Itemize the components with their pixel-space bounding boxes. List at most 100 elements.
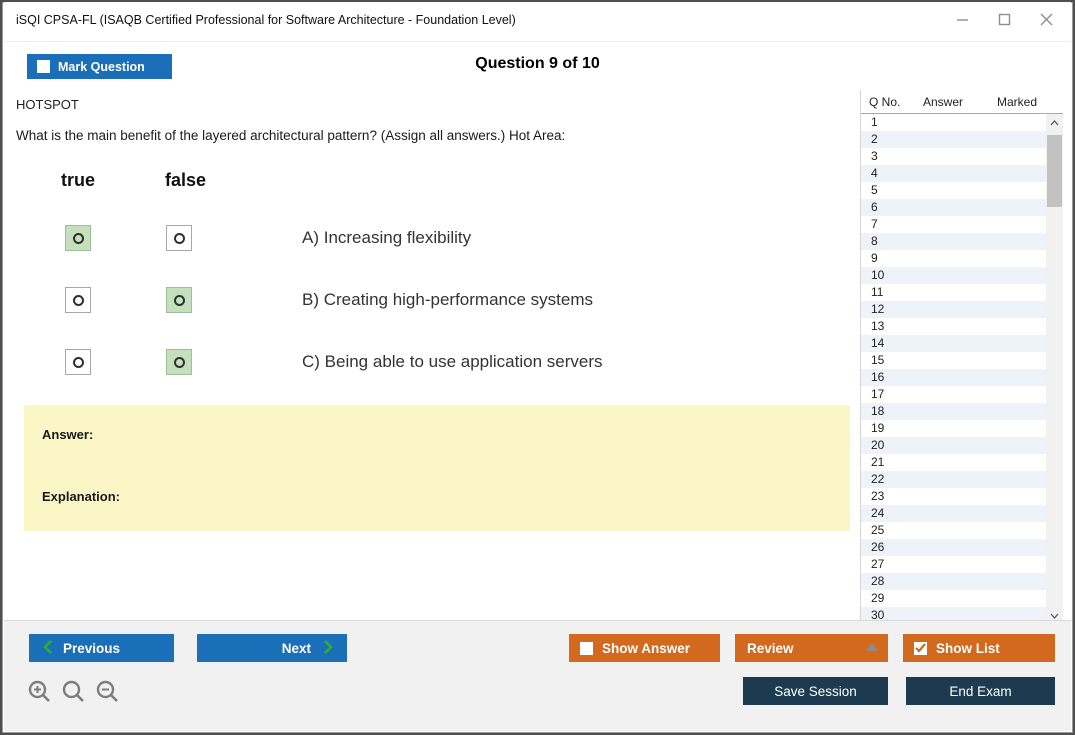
end-exam-label: End Exam [949, 683, 1012, 699]
question-list-row-1[interactable]: 1 [871, 115, 878, 129]
question-list-row-28[interactable]: 28 [861, 573, 1046, 590]
column-header-answer: Answer [923, 95, 964, 109]
close-icon[interactable] [1039, 12, 1053, 26]
radio-true-A[interactable] [65, 225, 91, 251]
zoom-out-icon[interactable] [95, 679, 120, 709]
radio-ring [173, 232, 185, 244]
show-answer-checkbox[interactable] [580, 641, 593, 655]
review-label: Review [747, 640, 794, 656]
show-answer-button[interactable]: Show Answer [569, 634, 720, 662]
option-label-A: A) Increasing flexibility [302, 228, 472, 247]
footer-bar: Previous Next Show Answer Review Show Li… [4, 620, 1071, 731]
question-list-row-9[interactable]: 9 [871, 251, 878, 265]
question-list-row-21[interactable]: 21 [871, 455, 885, 469]
question-list-row-26[interactable]: 26 [861, 539, 1046, 556]
minimize-icon[interactable] [955, 12, 969, 26]
scroll-down-icon[interactable] [1046, 607, 1063, 624]
question-list-row-12[interactable]: 12 [861, 301, 1046, 318]
question-list-row-4[interactable]: 4 [861, 165, 1046, 182]
options-area: true false A) Increasing flexibility B) C… [61, 170, 765, 411]
radio-true-B[interactable] [65, 287, 91, 313]
question-list-scrollbar[interactable] [1046, 114, 1063, 624]
show-answer-label: Show Answer [602, 640, 691, 656]
show-list-label: Show List [936, 640, 1000, 656]
option-row-A: A) Increasing flexibility [65, 225, 765, 251]
radio-ring [72, 232, 84, 244]
save-session-button[interactable]: Save Session [743, 677, 888, 705]
question-list-row-2[interactable]: 2 [861, 131, 1046, 148]
question-list-row-15[interactable]: 15 [871, 353, 885, 367]
question-list-row-18[interactable]: 18 [861, 403, 1046, 420]
option-row-B: B) Creating high-performance systems [65, 287, 765, 313]
question-list-row-3[interactable]: 3 [871, 149, 878, 163]
question-list-row-29[interactable]: 29 [871, 591, 885, 605]
question-list-row-25[interactable]: 25 [871, 523, 885, 537]
end-exam-button[interactable]: End Exam [906, 677, 1055, 705]
radio-false-B[interactable] [166, 287, 192, 313]
mark-question-label: Mark Question [58, 59, 145, 74]
window-controls [955, 12, 1053, 26]
question-list-row-14[interactable]: 14 [861, 335, 1046, 352]
question-list-row-6[interactable]: 6 [861, 199, 1046, 216]
question-list-row-22[interactable]: 22 [861, 471, 1046, 488]
mark-question-button[interactable]: Mark Question [27, 54, 172, 79]
previous-button[interactable]: Previous [29, 634, 174, 662]
review-button[interactable]: Review [735, 634, 888, 662]
next-button[interactable]: Next [197, 634, 347, 662]
question-list-row-8[interactable]: 8 [861, 233, 1046, 250]
previous-label: Previous [63, 640, 121, 656]
question-list-row-11[interactable]: 11 [871, 285, 884, 299]
zoom-in-icon[interactable] [27, 679, 52, 709]
question-list-row-7[interactable]: 7 [871, 217, 878, 231]
option-row-C: C) Being able to use application servers [65, 349, 765, 375]
zoom-tools [27, 679, 120, 709]
show-list-button[interactable]: Show List [903, 634, 1055, 662]
save-session-label: Save Session [774, 683, 857, 699]
chevron-right-icon [323, 639, 333, 657]
question-list-row-17[interactable]: 17 [871, 387, 885, 401]
answer-label: Answer: [42, 427, 94, 442]
question-list-row-13[interactable]: 13 [871, 319, 885, 333]
question-prompt: What is the main benefit of the layered … [16, 128, 566, 143]
question-list-row-23[interactable]: 23 [871, 489, 885, 503]
show-list-checkbox[interactable] [914, 641, 927, 655]
radio-ring [173, 356, 185, 368]
title-bar: iSQI CPSA-FL (ISAQB Certified Profession… [4, 2, 1071, 42]
true-false-header: true false [61, 170, 765, 225]
option-label-B: B) Creating high-performance systems [302, 290, 594, 309]
question-list-header: Q No. Answer Marked [861, 90, 1063, 114]
radio-false-A[interactable] [166, 225, 192, 251]
question-counter: Question 9 of 10 [475, 55, 600, 72]
maximize-icon[interactable] [997, 12, 1011, 26]
true-column-label: true [61, 170, 96, 190]
radio-ring [72, 294, 84, 306]
question-list-row-5[interactable]: 5 [871, 183, 878, 197]
false-column-label: false [165, 170, 207, 190]
zoom-reset-icon[interactable] [61, 679, 86, 709]
options-grid: A) Increasing flexibility B) Creating hig… [65, 225, 765, 375]
question-list-row-30[interactable]: 30 [861, 607, 1046, 624]
answer-explanation-box: Answer: Explanation: [24, 405, 850, 531]
scrollbar-thumb[interactable] [1047, 135, 1062, 207]
option-label-C: C) Being able to use application servers [302, 352, 603, 371]
question-list-row-16[interactable]: 16 [861, 369, 1046, 386]
mark-question-checkbox[interactable] [37, 60, 50, 73]
question-list-row-10[interactable]: 10 [861, 267, 1046, 284]
caret-up-icon [866, 643, 878, 651]
question-list-row-27[interactable]: 27 [871, 557, 885, 571]
radio-ring [173, 294, 185, 306]
radio-true-C[interactable] [65, 349, 91, 375]
question-list-row-20[interactable]: 20 [861, 437, 1046, 454]
question-list-row-19[interactable]: 19 [871, 421, 885, 435]
radio-ring [72, 356, 84, 368]
question-list-row-24[interactable]: 24 [861, 505, 1046, 522]
scroll-up-icon[interactable] [1046, 114, 1063, 131]
window-title: iSQI CPSA-FL (ISAQB Certified Profession… [16, 13, 516, 27]
radio-false-C[interactable] [166, 349, 192, 375]
question-type-label: HOTSPOT [16, 97, 79, 112]
chevron-left-icon [43, 639, 53, 657]
column-header-marked: Marked [997, 95, 1038, 109]
